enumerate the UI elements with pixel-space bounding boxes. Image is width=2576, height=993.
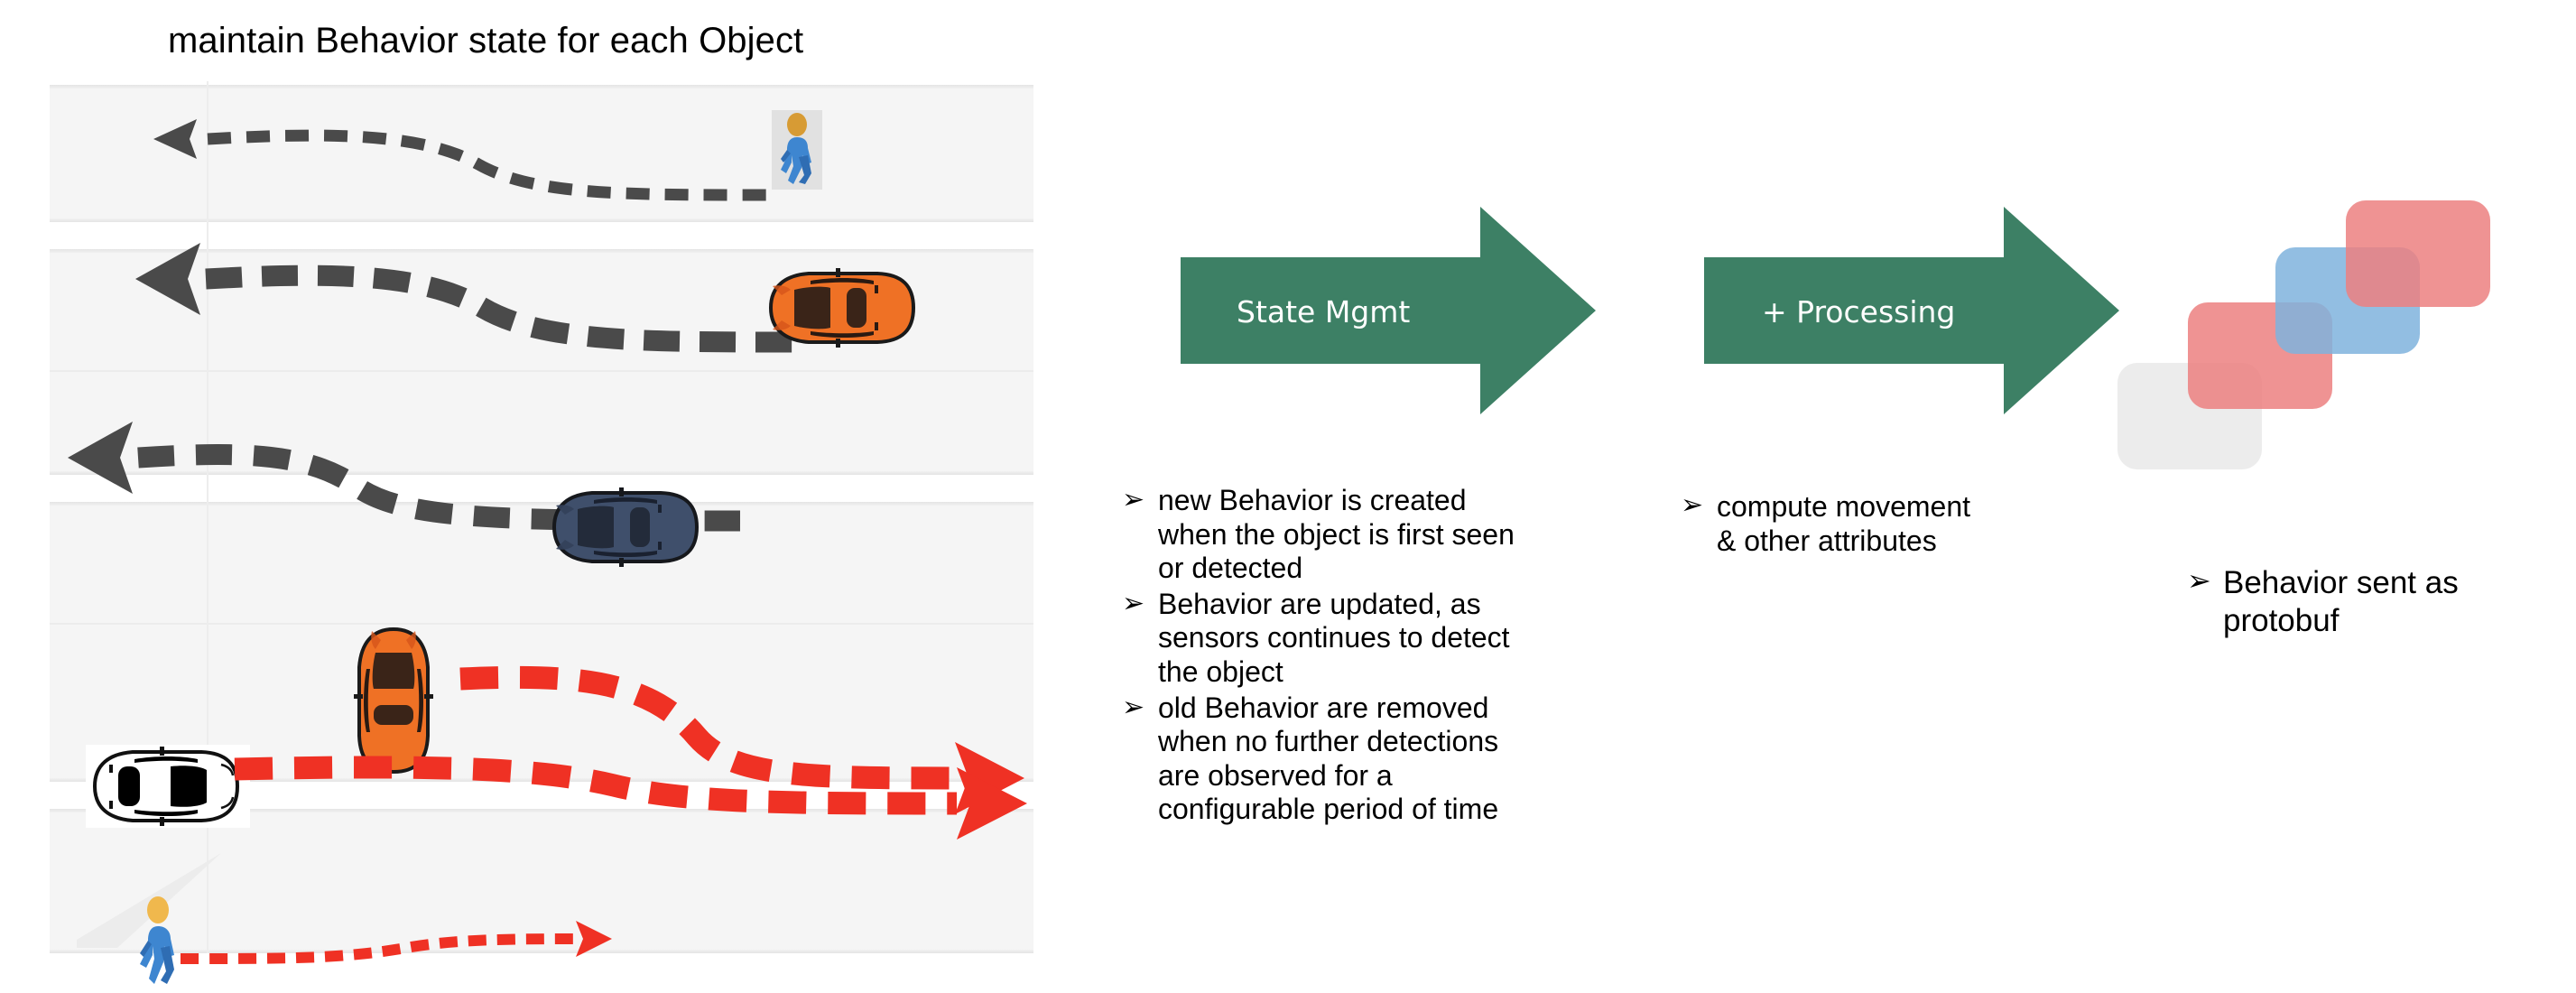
lane-separator <box>50 370 1033 372</box>
bullet-list-state-mgmt: ➢ new Behavior is created when the objec… <box>1122 484 1682 829</box>
bullet-text: new Behavior is created when the object … <box>1158 484 1515 585</box>
trajectory-car-orange-upper <box>135 243 800 353</box>
pipeline-arrow-processing[interactable]: + Processing <box>1704 207 2146 414</box>
car-orange-lower <box>354 626 433 775</box>
behavior-card-stack <box>2117 200 2497 480</box>
bullet-marker-icon: ➢ <box>1681 489 1704 521</box>
bullet-list-output: ➢ Behavior sent as protobuf <box>2187 563 2566 642</box>
bullet-item: ➢ old Behavior are removed when no furth… <box>1122 691 1682 827</box>
trajectory-car-navy <box>68 422 741 532</box>
trajectory-pedestrian-bottom <box>180 921 612 964</box>
bullet-marker-icon: ➢ <box>2187 563 2211 598</box>
card-red-upper <box>2346 200 2490 307</box>
bullet-item: ➢ new Behavior is created when the objec… <box>1122 484 1682 586</box>
bullet-item: ➢ compute movement & other attributes <box>1681 489 2105 559</box>
arrow-shape-icon <box>1704 207 2119 414</box>
pipeline-arrow-state-mgmt[interactable]: State Mgmt <box>1181 207 1623 414</box>
bullet-text: old Behavior are removed when no further… <box>1158 691 1499 826</box>
bullet-item: ➢ Behavior are updated, as sensors conti… <box>1122 588 1682 690</box>
bullet-marker-icon: ➢ <box>1122 587 1145 619</box>
pedestrian-bottom <box>133 894 183 993</box>
bullet-text: compute movement & other attributes <box>1717 490 1971 558</box>
road-corner-shadow <box>77 853 221 948</box>
car-orange-upper <box>768 268 916 348</box>
bullet-item: ➢ Behavior sent as protobuf <box>2187 563 2566 640</box>
arrow-shape-icon <box>1181 207 1596 414</box>
lane-separator <box>50 623 1033 625</box>
pipeline-arrow-state-mgmt-label: State Mgmt <box>1237 294 1411 329</box>
road-band-bottom <box>50 809 1033 953</box>
bullet-text: Behavior sent as protobuf <box>2223 565 2459 638</box>
bullet-marker-icon: ➢ <box>1122 691 1145 723</box>
trajectory-pedestrian-top <box>153 119 768 201</box>
car-white <box>86 745 250 828</box>
road-band-top <box>50 85 1033 222</box>
car-navy <box>551 487 700 567</box>
page-title: maintain Behavior state for each Object <box>168 21 804 60</box>
trajectory-car-white <box>234 756 1027 840</box>
road-scene <box>50 81 1033 984</box>
pedestrian-top <box>772 110 822 190</box>
road-band-lower <box>50 502 1033 782</box>
pipeline-arrow-processing-label: + Processing <box>1762 294 1956 329</box>
bullet-marker-icon: ➢ <box>1122 484 1145 515</box>
bullet-text: Behavior are updated, as sensors continu… <box>1158 587 1510 688</box>
vertical-guide <box>207 81 208 953</box>
bullet-list-processing: ➢ compute movement & other attributes <box>1681 489 2105 561</box>
